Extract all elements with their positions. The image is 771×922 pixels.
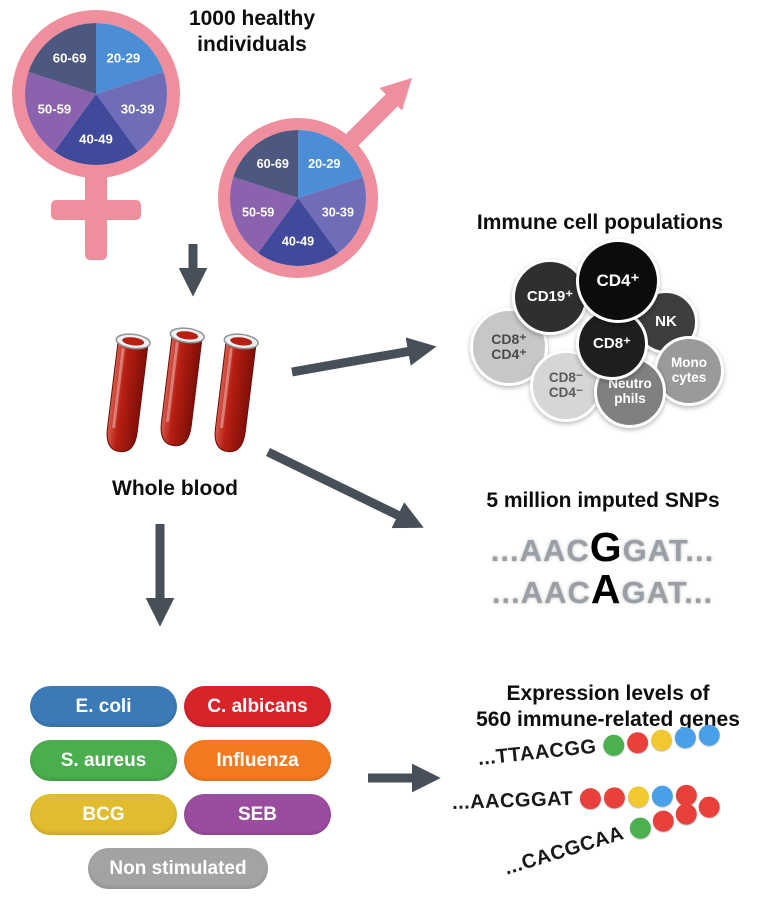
gene-dot bbox=[697, 723, 721, 747]
stimulus-pill-saureus: S. aureus bbox=[30, 740, 177, 781]
female-ring: 20-29 30-39 40-49 50-59 60-69 bbox=[12, 10, 180, 178]
cell-label: CD4⁺ bbox=[491, 346, 527, 362]
blood-tubes-icon bbox=[101, 324, 261, 456]
pie-slice-60-69 bbox=[233, 130, 298, 198]
cell-label: CD8⁺ bbox=[491, 330, 527, 347]
pie-slice-50-59 bbox=[230, 176, 298, 254]
male-ring: 20-29 30-39 40-49 50-59 60-69 bbox=[218, 118, 378, 278]
cell-label: phils bbox=[614, 391, 646, 406]
immune-populations-heading: Immune cell populations bbox=[476, 211, 724, 234]
pie-slice-30-39 bbox=[96, 72, 167, 152]
stimulus-pill-seb: SEB bbox=[184, 794, 331, 835]
cell-label: Mono bbox=[671, 355, 707, 371]
snp-sequence-2: ...AACAGAT... bbox=[445, 566, 760, 613]
pie-label: 30-39 bbox=[121, 101, 155, 116]
stimulus-label: BCG bbox=[82, 803, 125, 825]
pie-label: 40-49 bbox=[79, 132, 113, 147]
pie-slice-30-39 bbox=[298, 176, 366, 254]
cell-label: NK bbox=[655, 312, 677, 330]
gene-dot bbox=[650, 808, 677, 835]
stimulus-pill-nonstimulated: Non stimulated bbox=[88, 848, 268, 889]
cell-label: CD8⁻ bbox=[548, 370, 584, 386]
stimulus-label: SEB bbox=[237, 803, 278, 825]
cell-label: Neutro bbox=[608, 376, 652, 392]
cell-cd4: CD4⁺ bbox=[576, 239, 660, 323]
expression-heading-line1: Expression levels of bbox=[506, 682, 710, 705]
pie-label: 20-29 bbox=[107, 51, 141, 66]
snps-heading: 5 million imputed SNPs bbox=[486, 489, 720, 512]
cell-label: CD19⁺ bbox=[526, 287, 574, 305]
stimulus-pill-calbicans: C. albicans bbox=[184, 686, 331, 727]
gene-dot bbox=[627, 786, 650, 808]
blood-tube bbox=[209, 330, 261, 456]
expression-heading: Expression levels of 560 immune-related … bbox=[448, 681, 768, 732]
gene-dot bbox=[603, 786, 626, 809]
blood-tube bbox=[101, 330, 153, 456]
cell-label: CD4⁻ bbox=[548, 385, 584, 400]
pie-label: 30-39 bbox=[322, 205, 354, 219]
pie-slice-20-29 bbox=[96, 23, 164, 94]
stimulus-label: Non stimulated bbox=[109, 857, 247, 879]
cell-label: cytes bbox=[671, 370, 707, 385]
pie-label: 60-69 bbox=[257, 157, 289, 171]
snp-seq-suffix: GAT... bbox=[622, 533, 715, 568]
pie-slice-50-59 bbox=[25, 72, 96, 152]
stimulus-label: C. albicans bbox=[207, 695, 308, 717]
gene-dot bbox=[673, 801, 700, 828]
pie-label: 50-59 bbox=[242, 205, 274, 219]
expression-heading-line2: 560 immune-related genes bbox=[476, 707, 740, 731]
whole-blood-label: Whole blood bbox=[112, 477, 238, 500]
pie-slice-40-49 bbox=[54, 94, 138, 165]
male-symbol: 20-29 30-39 40-49 50-59 60-69 bbox=[216, 78, 431, 281]
female-age-pie: 20-29 30-39 40-49 50-59 60-69 bbox=[25, 23, 167, 165]
study-title: 1000 healthy individuals bbox=[188, 7, 316, 56]
stimulus-pill-influenza: Influenza bbox=[184, 740, 331, 781]
snp-seq-suffix: GAT... bbox=[621, 575, 714, 610]
stimulus-label: E. coli bbox=[75, 695, 132, 717]
cell-label: CD8⁺ bbox=[593, 334, 631, 352]
pie-slice-20-29 bbox=[298, 130, 363, 198]
stimulus-label: Influenza bbox=[216, 749, 299, 771]
pie-label: 40-49 bbox=[282, 235, 314, 249]
gene-dot bbox=[673, 726, 697, 750]
gene-dot bbox=[579, 787, 602, 810]
female-symbol-crossbar bbox=[51, 200, 141, 220]
snp-variant-g: G bbox=[589, 524, 623, 570]
cell-cd19: CD19⁺ bbox=[512, 259, 588, 335]
stimulus-label: S. aureus bbox=[60, 749, 147, 771]
pie-slice-60-69 bbox=[28, 23, 96, 94]
gene-dot bbox=[626, 731, 650, 755]
pie-slice-40-49 bbox=[258, 198, 338, 266]
pie-label: 20-29 bbox=[308, 157, 340, 171]
gene-dot bbox=[650, 728, 674, 752]
stimulus-pill-ecoli: E. coli bbox=[30, 686, 177, 727]
gene-dot bbox=[602, 733, 626, 757]
gene-sequence: ...AACGGAT bbox=[451, 787, 574, 814]
snp-variant-a: A bbox=[590, 566, 622, 612]
gene-dot bbox=[651, 785, 674, 808]
snp-sequence-1: ...AACGGAT... bbox=[445, 524, 760, 571]
pie-label: 50-59 bbox=[38, 101, 72, 116]
female-symbol: 20-29 30-39 40-49 50-59 60-69 bbox=[12, 10, 197, 262]
snp-seq-prefix: ...AAC bbox=[491, 575, 591, 610]
cell-label: CD4⁺ bbox=[596, 270, 640, 290]
stimulus-pill-bcg: BCG bbox=[30, 794, 177, 835]
arrow-blood-to-cells bbox=[291, 337, 437, 377]
blood-tube bbox=[155, 324, 207, 450]
arrow-blood-to-snps bbox=[266, 447, 424, 529]
gene-dot bbox=[627, 815, 654, 842]
male-symbol-arrow-icon bbox=[341, 78, 412, 151]
pie-label: 60-69 bbox=[53, 51, 87, 66]
snp-seq-prefix: ...AAC bbox=[490, 533, 590, 568]
male-age-pie: 20-29 30-39 40-49 50-59 60-69 bbox=[230, 130, 366, 266]
